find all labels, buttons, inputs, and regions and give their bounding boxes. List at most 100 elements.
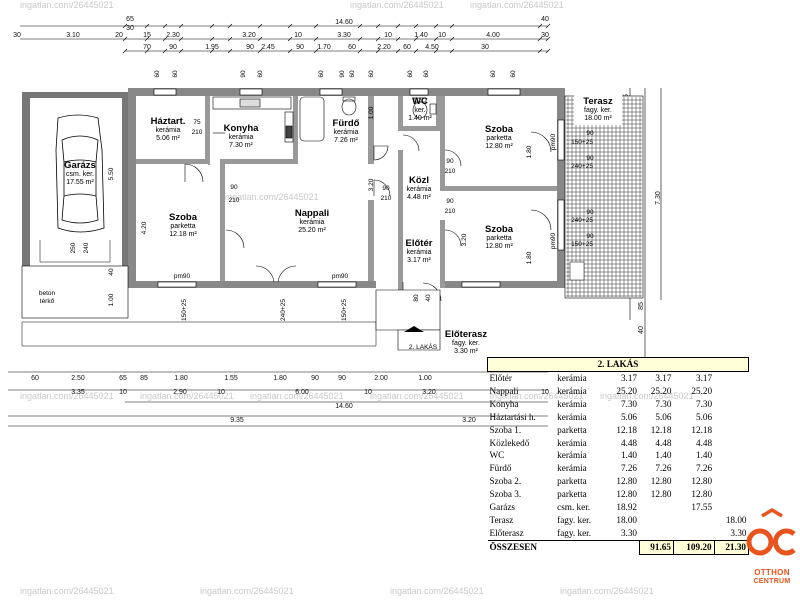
area-cell: 12.80 xyxy=(616,476,638,487)
area-cell: 12.80 xyxy=(616,489,638,500)
door-width: 90 xyxy=(586,155,594,162)
watermark-text: ingatlan.com/26445021 xyxy=(600,391,694,401)
dim-top-r2: 3.30 xyxy=(337,32,351,39)
room-material: kerámia xyxy=(334,129,359,136)
room-material: kerámia xyxy=(407,186,432,193)
dim-bottom-r1: 1.55 xyxy=(224,375,238,382)
opening-label: 60 xyxy=(349,70,356,78)
area-cell: 12.80 xyxy=(691,476,713,487)
area-cell: 4.48 xyxy=(620,437,638,448)
area-cell: 1.40 xyxy=(695,450,713,461)
area-cell: 5.06 xyxy=(655,411,672,422)
area-cell: 12.80 xyxy=(650,476,672,487)
dim-top-r2: 10 xyxy=(294,32,302,39)
dim-bottom-r1: 60 xyxy=(31,375,39,382)
wall-dim: 4.20 xyxy=(141,221,148,234)
door-height: 210 xyxy=(445,208,456,215)
room-cell: Nappali xyxy=(489,385,519,396)
dim-top-r3: 4.50 xyxy=(425,44,439,51)
area-cell xyxy=(714,437,748,450)
wall-dim: 80 xyxy=(413,294,420,302)
dim-top-r1: 30 xyxy=(126,25,134,32)
watermark-text: ingatlan.com/26445021 xyxy=(350,0,444,10)
door-label: 240+25 xyxy=(571,163,593,170)
room-cell: Garázs xyxy=(489,502,516,513)
material-cell: parketta xyxy=(557,489,587,500)
opening-label: 60 xyxy=(510,70,517,78)
top-windows xyxy=(153,88,565,288)
room-name: Nappali xyxy=(295,208,329,219)
dim-bottom-r1: 1.00 xyxy=(418,375,432,382)
dim-bottom-r1: 2.00 xyxy=(374,375,388,382)
summary-header: 2. LAKÁS xyxy=(487,357,749,372)
dim-bottom-overall: 14.60 xyxy=(335,403,353,410)
area-cell xyxy=(639,527,673,540)
area-cell: 25.20 xyxy=(650,385,672,396)
area-cell: 7.26 xyxy=(655,463,672,474)
room-cell: Terasz xyxy=(489,514,514,525)
dim-bottom-r1: 65 xyxy=(119,375,127,382)
door-label: 240 xyxy=(83,242,90,253)
opening-label: 60 xyxy=(172,70,179,78)
room-area: 12.18 m² xyxy=(169,231,197,238)
opening-label: 60 xyxy=(318,70,325,78)
area-cell: 17.55 xyxy=(691,502,713,513)
paving xyxy=(21,265,441,351)
garage-door xyxy=(39,240,111,263)
dim-top-r3: 70 xyxy=(143,44,151,51)
total-empty xyxy=(605,539,640,555)
door-height: 210 xyxy=(229,197,240,204)
wall-dim: 1.00 xyxy=(108,293,115,306)
room-material: ker. xyxy=(414,107,425,114)
area-cell: 12.18 xyxy=(691,424,713,435)
room-material: fagy. ker. xyxy=(584,107,612,114)
dim-bottom-r4: 3.20 xyxy=(462,417,476,424)
opening-label: 60 xyxy=(368,70,375,78)
dim-top-r3: 60 xyxy=(403,44,411,51)
door-label: 240+25 xyxy=(571,217,593,224)
material-cell: kerámia xyxy=(557,450,587,461)
room-material: kerámia xyxy=(407,249,432,256)
area-cell: 1.40 xyxy=(655,450,672,461)
bathroom-fixtures xyxy=(299,96,437,161)
area-cell: 12.80 xyxy=(650,489,672,500)
area-cell: 7.30 xyxy=(620,398,638,409)
dim-top-r3: 90 xyxy=(169,44,177,51)
room-name: Terasz xyxy=(583,96,613,107)
room-area: 12.80 m² xyxy=(485,143,513,150)
room-name: WC xyxy=(412,96,428,107)
wall-dim: 1.80 xyxy=(526,251,533,264)
dim-top-r2: 2.30 xyxy=(166,32,180,39)
watermark-text: ingatlan.com/26445021 xyxy=(490,391,584,401)
area-cell: 18.92 xyxy=(616,502,638,513)
area-cell: 5.06 xyxy=(620,411,638,422)
watermark-text: ingatlan.com/26445021 xyxy=(225,192,319,202)
room-cell: Fürdő xyxy=(489,463,512,474)
dim-top-r2: 20 xyxy=(115,32,123,39)
dim-bottom-r1: 90 xyxy=(338,375,346,382)
wall-dim: 3.20 xyxy=(368,178,375,191)
room-area: 4.48 m² xyxy=(407,194,431,201)
material-cell: kerámia xyxy=(557,398,587,409)
watermark-text: ingatlan.com/26445021 xyxy=(20,586,114,596)
total-cell: 21.30 xyxy=(713,539,750,555)
room-cell: Szoba 1. xyxy=(489,424,522,435)
area-cell: 18.00 xyxy=(616,514,638,525)
room-cell: Előterasz xyxy=(489,527,524,538)
room-name: Szoba xyxy=(485,224,514,235)
room-name: Közl xyxy=(409,175,429,186)
watermark-text: ingatlan.com/26445021 xyxy=(390,586,484,596)
door-label: 150+25 xyxy=(181,299,188,321)
dim-bottom-r1: 1.80 xyxy=(174,375,188,382)
paving-label: beton xyxy=(39,290,56,297)
room-material: kerámia xyxy=(300,219,325,226)
room-material: kerámia xyxy=(229,134,254,141)
